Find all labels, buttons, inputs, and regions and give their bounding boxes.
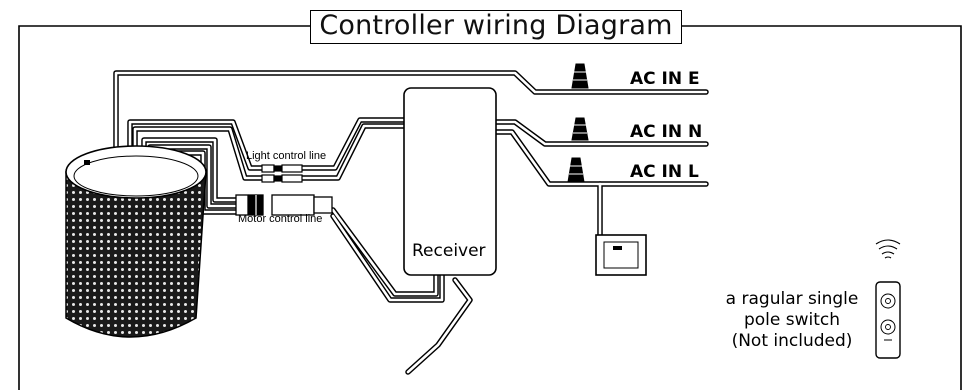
wire-nut-icon bbox=[567, 157, 585, 183]
diagram-title: Controller wiring Diagram bbox=[310, 10, 682, 44]
switch-note: a ragular single pole switch (Not includ… bbox=[718, 289, 866, 352]
receiver-box bbox=[403, 87, 497, 276]
signal-icon bbox=[875, 239, 901, 259]
label-ac-in-l: AC IN L bbox=[630, 162, 699, 182]
label-ac-in-n: AC IN N bbox=[630, 122, 703, 142]
light-control-connector bbox=[261, 164, 303, 183]
label-light-control-line: Light control line bbox=[246, 150, 327, 162]
wire-nut-icon bbox=[571, 117, 589, 141]
remote-control-icon bbox=[875, 281, 901, 359]
label-motor-control-line: Motor control line bbox=[238, 213, 323, 225]
label-receiver: Receiver bbox=[412, 241, 486, 261]
label-ac-in-e: AC IN E bbox=[630, 69, 700, 89]
outer-frame bbox=[18, 25, 962, 390]
switch-note-line-2: pole switch bbox=[743, 310, 841, 330]
motor-control-connector bbox=[235, 194, 333, 216]
cylinder-shade-icon bbox=[65, 145, 207, 338]
switch-note-line-3: (Not included) bbox=[731, 331, 853, 351]
wire-nut-icon bbox=[571, 63, 589, 89]
wall-switch-icon bbox=[595, 234, 647, 276]
switch-note-line-1: a ragular single bbox=[725, 289, 859, 309]
